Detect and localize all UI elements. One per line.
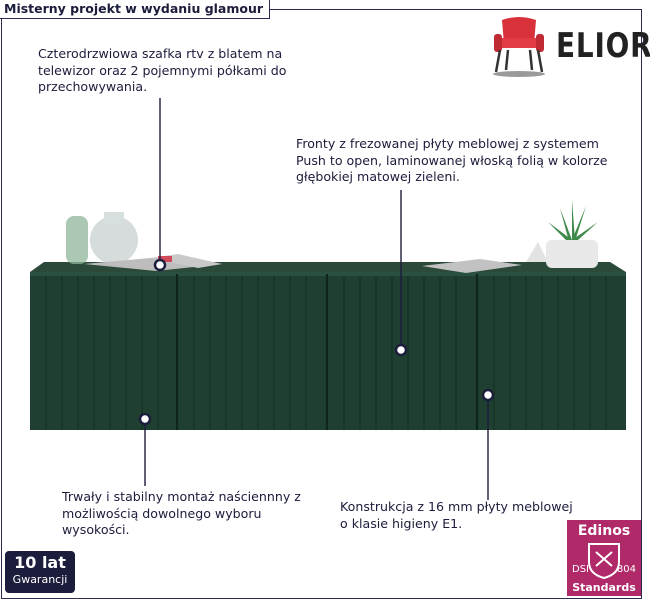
content-frame [1,9,642,599]
brand-name: ELIOR [556,26,650,66]
certification-badge: Edinos DSI 804 Standards [567,520,641,596]
certification-number: 804 [616,564,636,575]
page-title: Misterny projekt w wydaniu glamour [0,0,271,19]
annotation-construction: Konstrukcja z 16 mm płyty meblowej o kla… [340,499,573,531]
shield-icon [588,543,620,580]
warranty-years: 10 lat [14,553,66,572]
annotation-storage: Czterodrzwiowa szafka rtv z blatem na te… [38,46,287,94]
certification-brand: Edinos [577,523,631,539]
warranty-label: Gwarancji [12,573,68,586]
certification-mark: DSI [572,564,589,575]
armchair-icon [493,17,545,77]
brand-logo: ELIOR [488,14,650,78]
annotation-mounting: Trwały i stabilny montaż naściennny z mo… [62,489,301,537]
annotation-fronts: Fronty z frezowanej płyty meblowej z sys… [296,136,608,184]
certification-label: Standards [572,581,636,594]
warranty-badge: 10 lat Gwarancji [5,551,75,593]
